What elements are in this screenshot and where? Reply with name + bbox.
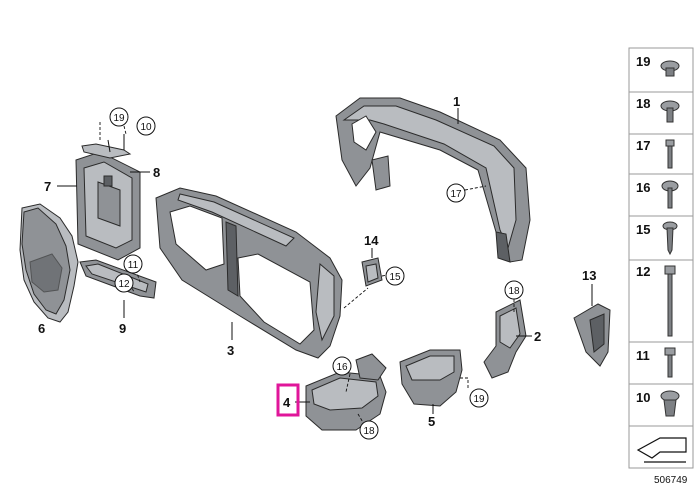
part-7-side-bracket[interactable] (75, 151, 141, 261)
tray-box-18[interactable] (628, 91, 694, 135)
stud-bolt-icon (665, 139, 675, 169)
circle-18-right: 18 (508, 286, 520, 297)
callout-1: 1 (453, 94, 460, 109)
tray-number-15: 15 (636, 222, 650, 237)
document-number: 506749 (654, 475, 688, 486)
tray-box-16[interactable] (628, 173, 694, 217)
circle-18-bottom: 18 (363, 426, 375, 437)
callout-6: 6 (38, 321, 45, 336)
circle-11-mid: 11 (128, 260, 139, 271)
callout-13: 13 (582, 268, 596, 283)
tray-number-17: 17 (636, 138, 650, 153)
tray-box-12[interactable] (628, 259, 694, 343)
part-1-upper-support[interactable] (335, 97, 531, 263)
circle-19-bottom: 19 (473, 394, 485, 405)
circle-19-top: 19 (113, 113, 125, 124)
fastener-tray: 19 18 17 16 15 12 (628, 47, 694, 469)
callout-5: 5 (428, 414, 435, 429)
tray-number-16: 16 (636, 180, 650, 195)
tray-number-18: 18 (636, 96, 650, 111)
callout-9: 9 (119, 321, 126, 336)
part-3-front-carrier[interactable] (155, 187, 343, 359)
callout-3: 3 (227, 343, 234, 358)
circle-10-top: 10 (140, 122, 152, 133)
tray-box-10[interactable] (628, 383, 694, 427)
part-4-air-duct[interactable] (305, 353, 387, 431)
flange-nut-bolt-icon (660, 100, 680, 123)
tray-box-11[interactable] (628, 341, 694, 385)
self-tapping-screw-icon (662, 221, 678, 256)
tray-number-11: 11 (636, 348, 650, 363)
circle-17-frame: 17 (450, 189, 462, 200)
part-2-side-bracket[interactable] (483, 299, 527, 379)
long-bolt-icon (664, 265, 676, 337)
view-direction-arrow-icon (636, 437, 687, 463)
tray-number-10: 10 (636, 390, 650, 405)
callout-4: 4 (283, 395, 291, 410)
circle-16-duct: 16 (336, 362, 348, 373)
tray-box-17[interactable] (628, 133, 694, 175)
tray-number-19: 19 (636, 54, 650, 69)
part-6-left-air-guide[interactable] (19, 203, 79, 323)
nut-cap-icon (660, 60, 680, 77)
tray-number-12: 12 (636, 264, 650, 279)
part-13-air-deflector[interactable] (573, 303, 611, 367)
circle-15-bracket: 15 (389, 272, 401, 283)
part-5-air-duct[interactable] (399, 349, 463, 407)
callout-7: 7 (44, 179, 51, 194)
part-14-bracket[interactable] (361, 257, 383, 287)
callout-8: 8 (153, 165, 160, 180)
clip-screw-icon (660, 390, 680, 417)
callout-2: 2 (534, 329, 541, 344)
callout-14: 14 (364, 233, 379, 248)
circle-12-mid: 12 (118, 279, 130, 290)
highlight-box-4 (276, 383, 300, 417)
washer-screw-icon (661, 180, 679, 209)
part-8-retaining-strap[interactable] (81, 134, 132, 159)
hex-bolt-icon (664, 347, 676, 378)
